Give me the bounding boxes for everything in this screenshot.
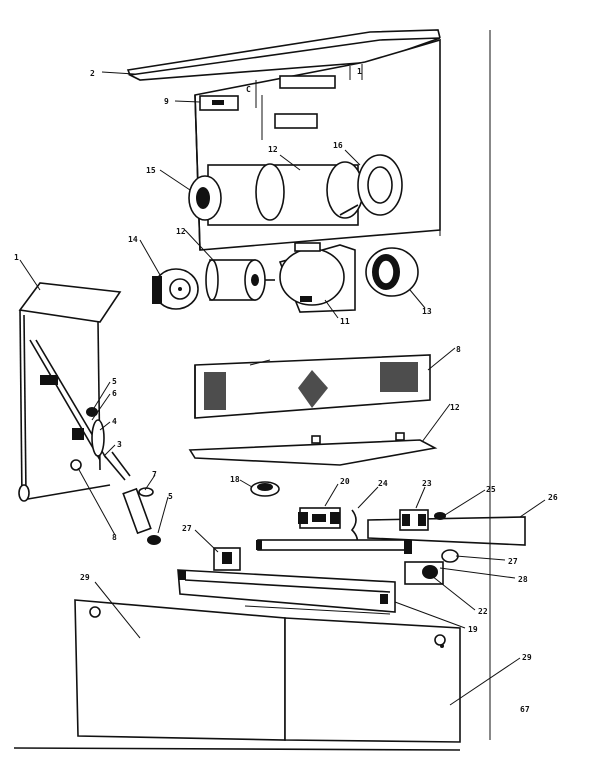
callout-19: 19 [468,625,478,634]
drip-tray [188,432,438,466]
callout-29: 29 [80,573,90,582]
part-26-bar [367,509,526,546]
callout-28: 28 [518,575,528,584]
part-14-gear [152,268,199,310]
part-29-lower-panels [74,599,461,743]
callout-11: 11 [340,317,350,326]
callout-23: 23 [422,479,432,488]
part-27-socket [441,549,459,563]
callout-14: 14 [128,235,138,244]
callout-20: 20 [340,477,350,486]
part-1-side-frame [18,282,122,502]
callout-26: 26 [548,493,558,502]
part-22-starter [404,561,444,585]
callout-c: C [246,85,251,94]
part-7-pin [122,487,154,535]
leader-lines [19,71,546,706]
part-20-switch [298,507,341,529]
callout-9: 9 [164,97,169,106]
callout-22: 22 [478,607,488,616]
callout-3: 3 [117,440,122,449]
part-18-knob [250,481,280,497]
lamp-holder-27 [213,547,241,571]
filter-panel [194,354,431,419]
callout-27b: 27 [508,557,518,566]
callout-labels: 2 1 C 9 15 12 16 12 1 11 13 5 6 4 3 8 7 … [14,67,558,714]
callout-8: 8 [112,533,117,542]
part-13-drum [365,247,419,297]
callout-25: 25 [486,485,496,494]
part-12-motor [205,259,275,301]
callout-12b: 12 [176,227,186,236]
callout-7: 7 [152,470,157,479]
callout-5b: 5 [168,492,173,501]
part-11-bracket [278,242,356,313]
callout-16: 16 [333,141,343,150]
callout-1: 1 [357,67,362,76]
actuator-arm-assembly [29,339,131,481]
cylinder-assembly-upper [188,154,403,226]
callout-12c: 12 [450,403,460,412]
part-9-block [199,95,239,111]
callout-12: 12 [268,145,278,154]
baseline-rule [13,747,461,751]
callout-1b: 1 [14,253,19,262]
callout-18: 18 [230,475,240,484]
callout-13: 13 [422,307,432,316]
part-5-cap [147,535,161,545]
callout-15: 15 [146,166,156,175]
part-19-channel [177,569,396,613]
callout-24: 24 [378,479,388,488]
page-mark: 67 [520,705,530,714]
callout-8b: 8 [456,345,461,354]
callout-5: 5 [112,377,117,386]
callout-27: 27 [182,524,192,533]
lamp-tube [256,539,412,554]
callout-29b: 29 [522,653,532,662]
callout-2: 2 [90,69,95,78]
callout-6: 6 [112,389,117,398]
callout-4: 4 [112,417,117,426]
